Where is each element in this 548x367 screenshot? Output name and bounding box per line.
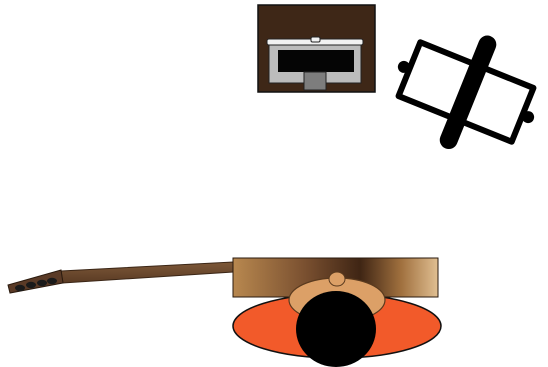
tuning-peg-3: [37, 279, 47, 287]
tuning-peg-1: [15, 284, 25, 292]
guitarist-hand: [328, 271, 346, 287]
guitarist: [288, 271, 386, 367]
microphone-stand: [395, 35, 537, 150]
amp-handle-clip: [310, 36, 321, 43]
tuning-peg-4: [47, 277, 57, 285]
guitarist-head: [296, 291, 376, 367]
mic-stand-foot-right: [522, 111, 535, 124]
amp-input-jack: [303, 71, 327, 91]
guitar-neck: [60, 261, 234, 284]
mic-stand-boom: [439, 35, 497, 150]
tuning-peg-2: [26, 281, 36, 289]
mic-stand-foot-left: [397, 60, 410, 73]
amplifier: [257, 4, 376, 93]
amp-speaker-slot: [278, 50, 354, 72]
